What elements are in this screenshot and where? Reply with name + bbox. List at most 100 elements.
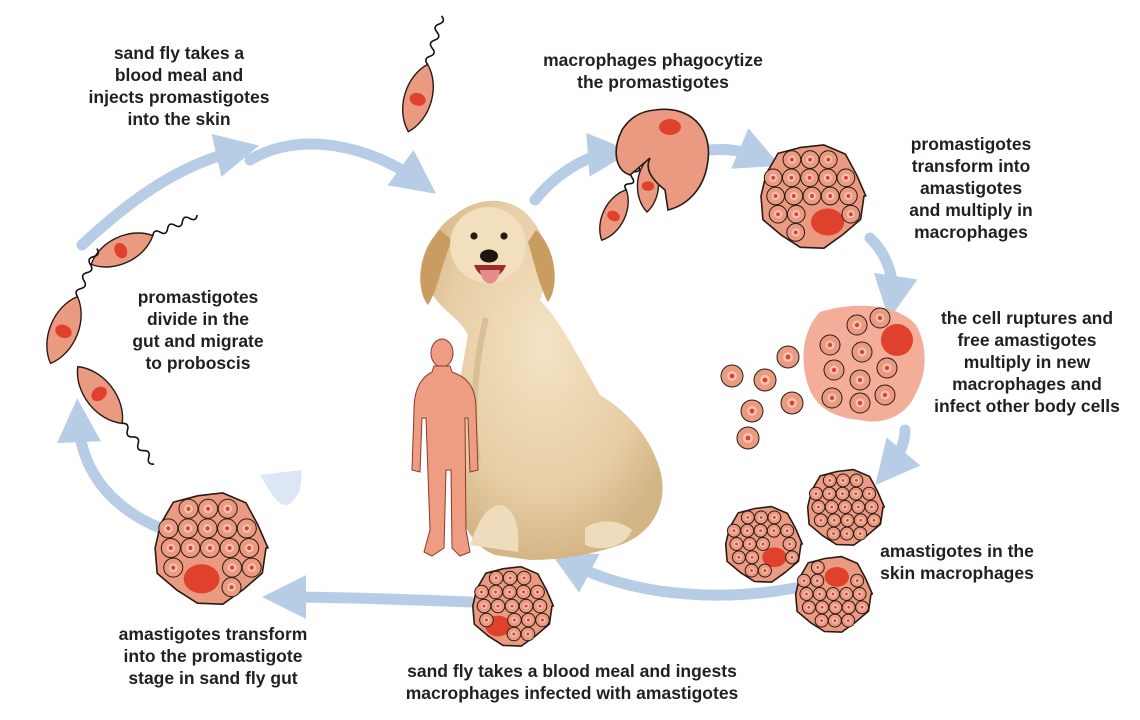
amastigote-icon (827, 588, 840, 601)
amastigote-icon (837, 474, 850, 487)
amastigote-icon (847, 315, 867, 335)
label-line: macrophages phagocytize (528, 49, 778, 71)
amastigote-icon (777, 346, 799, 368)
amastigote-icon (218, 519, 237, 538)
amastigote-icon (865, 501, 878, 514)
macrophage-icon (808, 470, 885, 545)
amastigote-icon (852, 342, 872, 362)
amastigote-icon (849, 487, 862, 500)
amastigote-icon (531, 585, 545, 599)
arrow-macrophage-to-rupture (870, 238, 893, 300)
amastigote-icon (842, 205, 860, 223)
amastigote-icon (475, 585, 489, 599)
macrophage-icon (155, 493, 268, 604)
arrow-rupture-to-skin (888, 430, 905, 470)
label-line: promastigotes (886, 133, 1056, 155)
amastigote-icon (815, 614, 828, 627)
label-line: macrophages (886, 221, 1056, 243)
amastigote-icon (828, 614, 841, 627)
amastigote-icon (854, 514, 867, 527)
amastigote-icon (781, 524, 794, 537)
amastigote-icon (840, 527, 853, 540)
amastigote-icon (746, 551, 759, 564)
amastigote-icon (787, 205, 805, 223)
amastigote-icon (811, 574, 824, 587)
promastigote-icon (395, 12, 454, 135)
amastigote-icon (816, 601, 829, 614)
amastigote-icon (840, 187, 858, 205)
amastigote-icon (727, 524, 740, 537)
label-line: promastigotes (118, 286, 278, 308)
amastigote-icon (802, 601, 815, 614)
amastigote-icon (814, 514, 827, 527)
amastigote-icon (839, 501, 852, 514)
amastigote-icon (754, 524, 767, 537)
amastigote-icon (856, 601, 869, 614)
amastigote-icon (819, 151, 837, 169)
amastigote-icon (809, 487, 822, 500)
amastigote-icon (827, 527, 840, 540)
amastigote-icon (850, 474, 863, 487)
amastigote-icon (797, 574, 810, 587)
amastigote-icon (730, 538, 743, 551)
arrow-gut-to-divide (78, 418, 160, 528)
label-line: infect other body cells (918, 395, 1136, 417)
amastigote-icon (237, 519, 256, 538)
label-line: free amastigotes (918, 329, 1136, 351)
amastigote-icon (477, 599, 491, 613)
macrophage-icon (761, 145, 866, 248)
amastigote-icon (179, 499, 198, 518)
amastigote-icon (825, 501, 838, 514)
label-fly-blood-meal-inject: sand fly takes ablood meal andinjects pr… (84, 42, 274, 130)
amastigote-icon (769, 205, 787, 223)
amastigote-icon (533, 599, 547, 613)
label-line: into the promastigote (98, 645, 328, 667)
amastigote-icon (200, 538, 219, 557)
amastigote-icon (829, 601, 842, 614)
amastigote-icon (811, 561, 824, 574)
amastigote-icon (220, 538, 239, 557)
gut-wedge (260, 470, 302, 505)
amastigote-icon (242, 558, 261, 577)
amastigote-icon (522, 613, 536, 627)
amastigote-icon (875, 385, 895, 405)
amastigote-icon (754, 369, 776, 391)
amastigote-icon (783, 538, 796, 551)
label-line: transform into (886, 155, 1056, 177)
promastigote-icon (86, 203, 203, 276)
label-line: divide in the (118, 308, 278, 330)
amastigote-icon (863, 487, 876, 500)
amastigote-icon (743, 538, 756, 551)
amastigote-icon (800, 588, 813, 601)
amastigote-icon (820, 335, 840, 355)
amastigote-icon (836, 487, 849, 500)
label-line: macrophages and (918, 373, 1136, 395)
amastigote-icon (823, 487, 836, 500)
amastigote-icon (783, 169, 801, 187)
amastigote-icon (223, 558, 242, 577)
label-line: amastigotes (886, 177, 1056, 199)
label-line: into the skin (84, 108, 274, 130)
amastigote-icon (741, 511, 754, 524)
amastigote-icon (801, 151, 819, 169)
macrophage-icon (473, 567, 554, 646)
amastigote-icon (758, 564, 771, 577)
amastigote-icon (841, 514, 854, 527)
amastigote-icon (159, 519, 178, 538)
arrow-dog-to-phagocyte (535, 153, 612, 200)
amastigote-icon (821, 187, 839, 205)
amastigote-icon (840, 588, 853, 601)
amastigote-icon (870, 308, 890, 328)
amastigote-icon (822, 388, 842, 408)
amastigote-icon (161, 538, 180, 557)
amastigote-icon (786, 551, 799, 564)
amastigote-icon (507, 627, 521, 641)
label-promastigotes-divide: promastigotesdivide in thegut and migrat… (118, 286, 278, 374)
amastigote-icon (801, 169, 819, 187)
amastigote-icon (852, 501, 865, 514)
arrow-fly-to-dog (250, 144, 420, 182)
amastigote-icon (781, 392, 803, 414)
